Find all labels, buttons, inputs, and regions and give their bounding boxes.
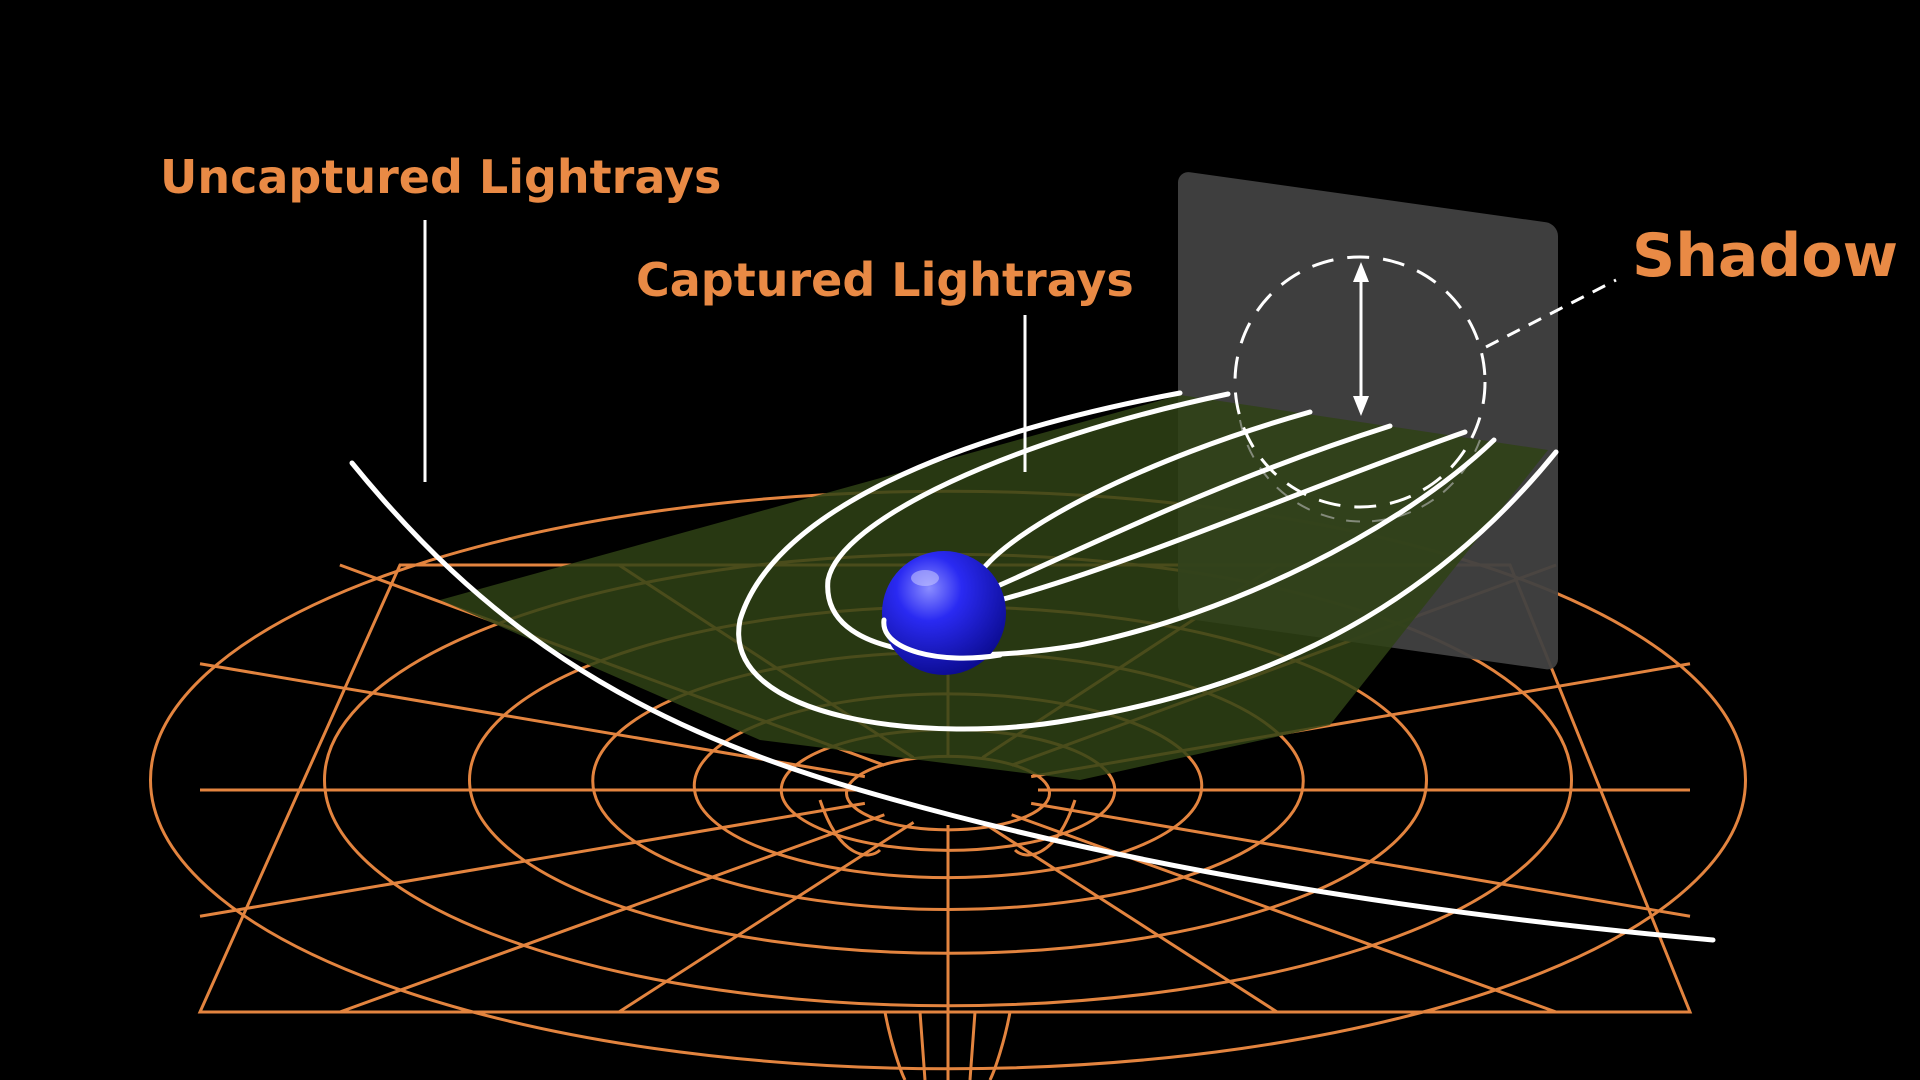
shadow-circle [1233, 255, 1487, 509]
shadow-label: Shadow [1632, 221, 1898, 291]
uncaptured-label: Uncaptured Lightrays [160, 150, 721, 204]
grid-spoke [1030, 801, 1691, 918]
shadow-leader-line [1485, 278, 1617, 349]
photon-ring-front [881, 617, 1003, 661]
grid-spoke [199, 801, 866, 918]
captured-ray-4 [997, 423, 1393, 588]
grid-funnel-throat [883, 1011, 1012, 1080]
grid-spoke [1011, 813, 1557, 1014]
captured-label: Captured Lightrays [636, 253, 1134, 307]
captured-ray-3 [977, 409, 1313, 576]
shadow-circle-lower [1239, 419, 1481, 523]
captured-rays [736, 390, 1559, 732]
black-hole-sphere [882, 551, 1006, 675]
captured-ray-5 [997, 429, 1468, 603]
captured-ray-1 [736, 390, 1559, 732]
grid-spoke [339, 813, 885, 1014]
grid-spoke [199, 662, 866, 779]
grid-funnel-lip [818, 799, 1077, 857]
uncaptured-ray [349, 460, 1716, 943]
double-arrow-icon [1353, 262, 1369, 416]
